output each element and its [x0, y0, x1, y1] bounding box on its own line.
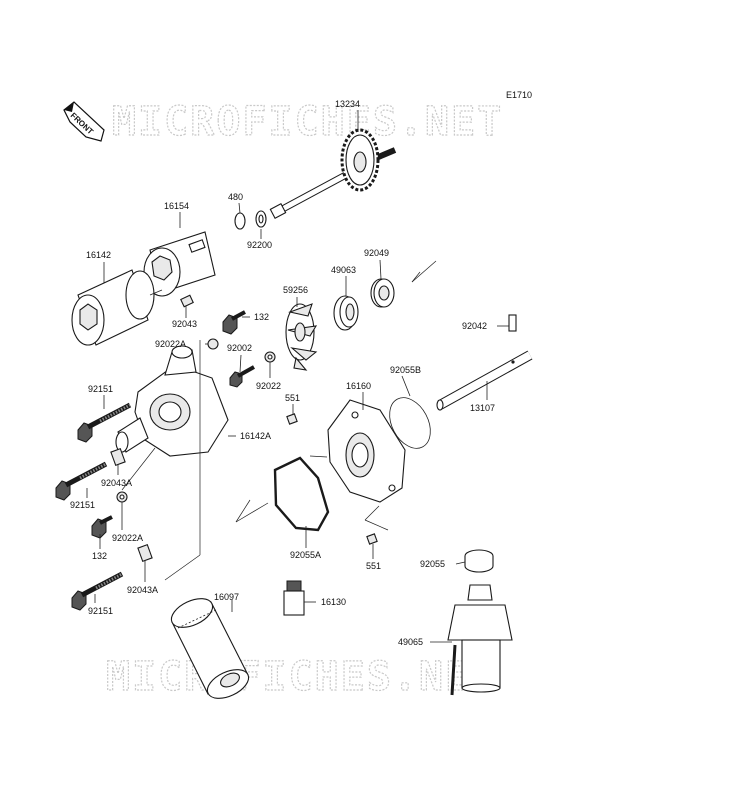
- shaft-13107: [436, 350, 533, 411]
- label-16142: 16142: [86, 250, 111, 260]
- label-92022A-upper: 92022A: [155, 339, 186, 349]
- label-13107: 13107: [470, 403, 495, 413]
- pump-housing-16142A: [115, 345, 229, 457]
- label-16154: 16154: [164, 201, 189, 211]
- label-49065: 49065: [398, 637, 423, 647]
- label-92151-lower: 92151: [88, 606, 113, 616]
- cap-92055: [464, 549, 494, 573]
- label-92151-middle: 92151: [70, 500, 95, 510]
- label-59256: 59256: [283, 285, 308, 295]
- label-480: 480: [228, 192, 243, 202]
- pin-92043A-upper: [110, 448, 126, 466]
- label-16160: 16160: [346, 381, 371, 391]
- bolt-92151-lower: [71, 571, 124, 611]
- washer-92200: [255, 210, 267, 228]
- label-92042: 92042: [462, 321, 487, 331]
- bolt-92002: [229, 365, 255, 388]
- pin-92042: [508, 314, 517, 332]
- label-92043A-lower: 92043A: [127, 585, 158, 595]
- washer-92022A-lower: [116, 491, 128, 503]
- label-16142A: 16142A: [240, 431, 271, 441]
- diagram-code: E1710: [506, 90, 532, 100]
- bearing-92049: [370, 278, 395, 308]
- pin-92043A-lower: [137, 544, 153, 562]
- bolt-132-upper: [222, 310, 246, 335]
- bolt-92151-middle: [55, 461, 108, 501]
- label-92200: 92200: [247, 240, 272, 250]
- part-labels: 13234 480 92200 16154 16142 92043 132 59…: [70, 99, 495, 647]
- washer-92022A-upper: [207, 338, 219, 350]
- label-92043: 92043: [172, 319, 197, 329]
- label-92055B: 92055B: [390, 365, 421, 375]
- label-16097: 16097: [214, 592, 239, 602]
- pin-92043: [180, 294, 194, 308]
- bolt-132-lower: [91, 515, 113, 539]
- gasket-92055A: [273, 456, 330, 532]
- label-551-lower: 551: [366, 561, 381, 571]
- label-92055A: 92055A: [290, 550, 321, 560]
- watermark-top: MICROFICHES.NET: [112, 99, 503, 145]
- circlip-480: [234, 212, 246, 230]
- label-92002: 92002: [227, 343, 252, 353]
- pump-cover-16160: [327, 399, 406, 503]
- o-ring-92055B: [389, 397, 431, 449]
- impeller-59256: [285, 303, 318, 371]
- dowel-551-lower: [366, 533, 378, 545]
- label-92151-upper: 92151: [88, 384, 113, 394]
- label-132-upper: 132: [254, 312, 269, 322]
- oil-screen-49065: [447, 584, 513, 696]
- front-arrow-icon: FRONT: [63, 101, 105, 142]
- label-13234: 13234: [335, 99, 360, 109]
- label-92049: 92049: [364, 248, 389, 258]
- label-92043A-upper: 92043A: [101, 478, 132, 488]
- label-132-lower: 132: [92, 551, 107, 561]
- inner-rotor-16154: [143, 231, 216, 297]
- leader-lines: [86, 110, 509, 643]
- oil-filter-16097: [170, 598, 250, 699]
- seal-49063: [333, 295, 359, 331]
- shaft-gear-13234: [269, 128, 397, 219]
- label-92022: 92022: [256, 381, 281, 391]
- outer-rotor-16142: [71, 269, 155, 346]
- plug-16130: [283, 580, 305, 616]
- label-92022A-lower: 92022A: [112, 533, 143, 543]
- bolt-92151-upper: [77, 402, 132, 443]
- label-16130: 16130: [321, 597, 346, 607]
- watermark-bottom: MICROFICHES.NET: [106, 654, 497, 700]
- label-49063: 49063: [331, 265, 356, 275]
- dowel-551-upper: [286, 413, 298, 425]
- washer-92022: [264, 351, 276, 363]
- label-92055: 92055: [420, 559, 445, 569]
- label-551-upper: 551: [285, 393, 300, 403]
